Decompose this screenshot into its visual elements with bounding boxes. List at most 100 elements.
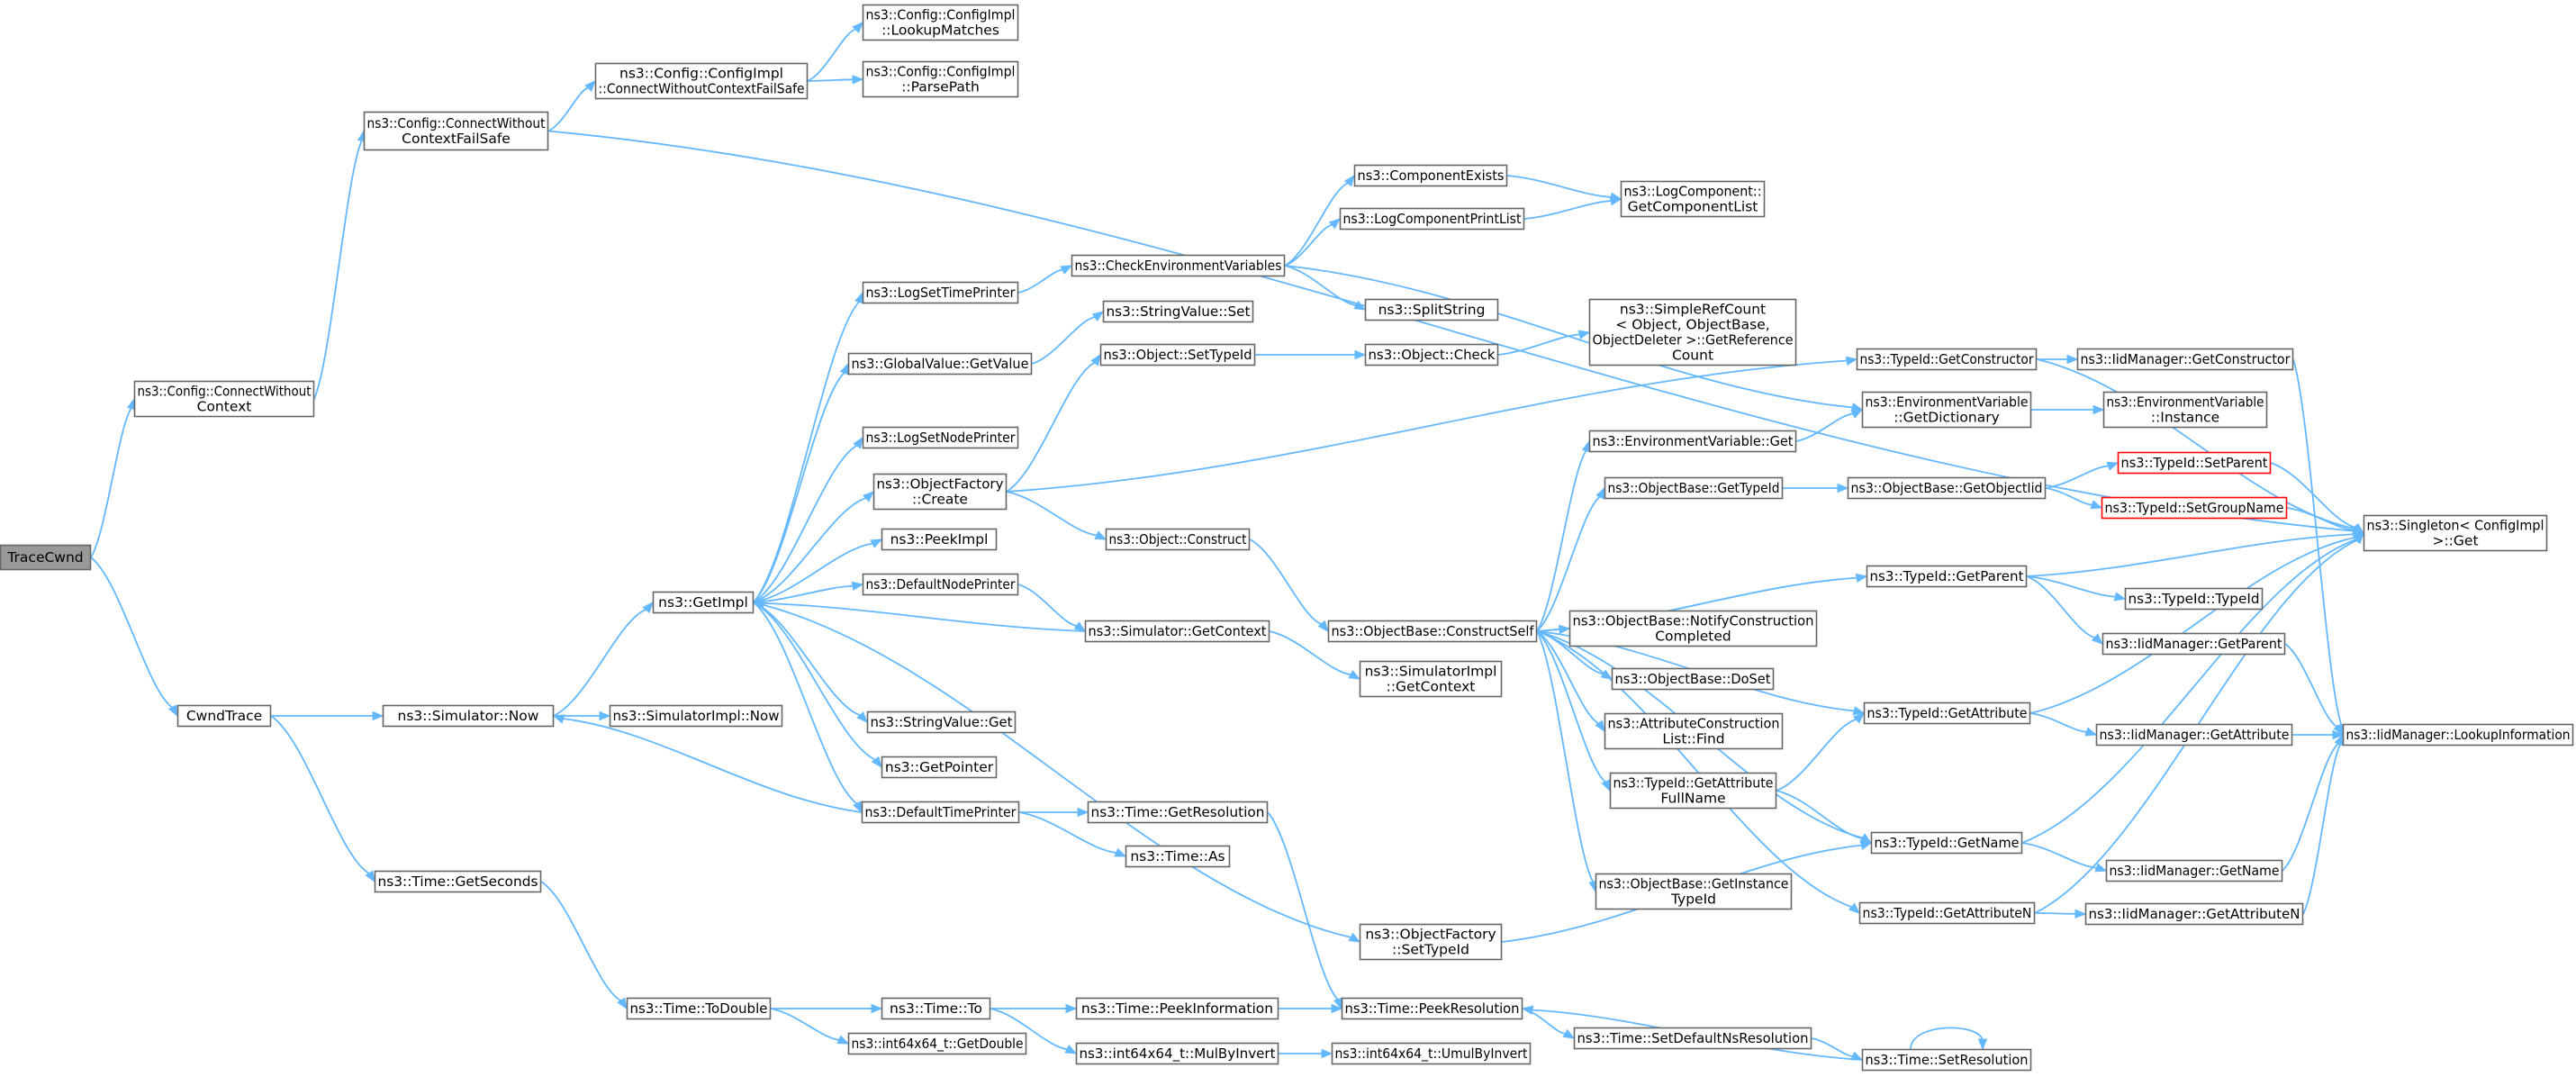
node-configimpl-lookupmatches[interactable]: ns3::Config::ConfigImpl::LookupMatches: [862, 4, 1019, 41]
node-box[interactable]: [2342, 723, 2574, 747]
node-box[interactable]: [861, 801, 1020, 824]
node-peekimpl[interactable]: ns3::PeekImpl: [881, 528, 998, 551]
node-time-peekresolution[interactable]: ns3::Time::PeekResolution: [1341, 997, 1523, 1020]
node-box[interactable]: [1858, 901, 2036, 925]
node-iidmanager-getattribute[interactable]: ns3::IidManager::GetAttribute: [2095, 723, 2293, 747]
node-time-getresolution[interactable]: ns3::Time::GetResolution: [1087, 801, 1269, 824]
node-time-todouble[interactable]: ns3::Time::ToDouble: [626, 997, 772, 1020]
node-defaulttimeprinter[interactable]: ns3::DefaultTimePrinter: [861, 801, 1020, 824]
node-objectfactory-create[interactable]: ns3::ObjectFactory::Create: [872, 473, 1008, 511]
node-iidmanager-lookupinformation[interactable]: ns3::IidManager::LookupInformation: [2342, 723, 2574, 747]
node-box[interactable]: [1087, 801, 1269, 824]
node-box[interactable]: [872, 473, 1008, 511]
node-box[interactable]: [1125, 845, 1231, 868]
node-simulatorimpl-now[interactable]: ns3::SimulatorImpl::Now: [609, 704, 783, 728]
node-box[interactable]: [2124, 587, 2264, 611]
node-box[interactable]: [133, 380, 315, 418]
node-box[interactable]: [1102, 300, 1254, 323]
node-object-construct[interactable]: ns3::Object::Construct: [1105, 528, 1251, 551]
node-box[interactable]: [2105, 859, 2283, 882]
node-box[interactable]: [1075, 997, 1279, 1020]
node-configimpl-parsepath[interactable]: ns3::Config::ConfigImpl::ParsePath: [862, 60, 1019, 98]
node-box[interactable]: [1359, 923, 1503, 961]
node-box[interactable]: [1071, 254, 1286, 277]
node-typeid-setparent[interactable]: ns3::TypeId::SetParent: [2117, 451, 2272, 475]
node-time-setdefaultnsresolution[interactable]: ns3::Time::SetDefaultNsResolution: [1573, 1027, 1812, 1050]
node-simulatorimpl-getcontext[interactable]: ns3::SimulatorImpl::GetContext: [1359, 660, 1503, 698]
node-objectbase-gettypeid[interactable]: ns3::ObjectBase::GetTypeId: [1604, 476, 1784, 500]
node-envvar-get[interactable]: ns3::EnvironmentVariable::Get: [1588, 430, 1797, 453]
node-box[interactable]: [2101, 632, 2286, 656]
node-box[interactable]: [847, 352, 1033, 376]
node-box[interactable]: [1339, 207, 1525, 231]
node-stringvalue-get[interactable]: ns3::StringValue::Get: [866, 710, 1017, 734]
node-splitstring[interactable]: ns3::SplitString: [1364, 298, 1499, 321]
node-envvar-getdictionary[interactable]: ns3::EnvironmentVariable::GetDictionary: [1861, 391, 2032, 429]
node-box[interactable]: [382, 704, 555, 728]
node-box[interactable]: [862, 4, 1019, 41]
node-box[interactable]: [1856, 348, 2038, 371]
node-box[interactable]: [881, 756, 998, 779]
node-objectbase-doset[interactable]: ns3::ObjectBase::DoSet: [1611, 667, 1775, 691]
node-box[interactable]: [1331, 1042, 1532, 1065]
node-time-getseconds[interactable]: ns3::Time::GetSeconds: [374, 870, 542, 893]
node-stringvalue-set[interactable]: ns3::StringValue::Set: [1102, 300, 1254, 323]
node-simplerefcount[interactable]: ns3::SimpleRefCount< Object, ObjectBase,…: [1588, 298, 1797, 367]
node-logsettimeprinter[interactable]: ns3::LogSetTimePrinter: [862, 281, 1019, 304]
node-time-to[interactable]: ns3::Time::To: [881, 997, 991, 1020]
node-box[interactable]: [2076, 348, 2294, 371]
node-box[interactable]: [1604, 712, 1784, 750]
node-box[interactable]: [1588, 430, 1797, 453]
node-box[interactable]: [1327, 620, 1538, 643]
node-box[interactable]: [626, 997, 772, 1020]
node-box[interactable]: [1075, 1042, 1279, 1065]
node-time-setresolution[interactable]: ns3::Time::SetResolution: [1861, 1048, 2032, 1072]
node-box[interactable]: [881, 997, 991, 1020]
node-checkenvvars[interactable]: ns3::CheckEnvironmentVariables: [1071, 254, 1286, 277]
node-box[interactable]: [1099, 343, 1256, 367]
node-box[interactable]: [609, 704, 783, 728]
node-box[interactable]: [862, 60, 1019, 98]
node-box[interactable]: [363, 111, 549, 151]
node-getimpl[interactable]: ns3::GetImpl: [652, 591, 755, 614]
node-box[interactable]: [2102, 391, 2268, 429]
node-objectbase-notify[interactable]: ns3::ObjectBase::NotifyConstructionCompl…: [1568, 610, 1818, 647]
node-box[interactable]: [1861, 391, 2032, 429]
node-box[interactable]: [1609, 772, 1777, 810]
node-box[interactable]: [2101, 496, 2288, 520]
node-logcomponent-getcomponentlist[interactable]: ns3::LogComponent::GetComponentList: [1620, 180, 1766, 218]
node-box[interactable]: [374, 870, 542, 893]
node-logcomponentprintlist[interactable]: ns3::LogComponentPrintList: [1339, 207, 1525, 231]
node-box[interactable]: [1611, 667, 1775, 691]
node-box[interactable]: [1861, 1048, 2032, 1072]
node-box[interactable]: [2363, 514, 2548, 552]
node-typeid-setgroupname[interactable]: ns3::TypeId::SetGroupName: [2101, 496, 2288, 520]
node-logsetnodeprinter[interactable]: ns3::LogSetNodePrinter: [862, 426, 1019, 449]
node-box[interactable]: [2117, 451, 2272, 475]
node-box[interactable]: [1568, 610, 1818, 647]
node-int64-mulbyinvert[interactable]: ns3::int64x64_t::MulByInvert: [1075, 1042, 1279, 1065]
node-typeid-getparent[interactable]: ns3::TypeId::GetParent: [1866, 565, 2028, 588]
node-iidmanager-getconstructor[interactable]: ns3::IidManager::GetConstructor: [2076, 348, 2294, 371]
node-globalvalue-getvalue[interactable]: ns3::GlobalValue::GetValue: [847, 352, 1033, 376]
node-box[interactable]: [1359, 660, 1503, 698]
node-box[interactable]: [1588, 298, 1797, 367]
node-box[interactable]: [1595, 873, 1793, 910]
node-simulator-getcontext[interactable]: ns3::Simulator::GetContext: [1084, 620, 1270, 643]
node-box[interactable]: [1604, 476, 1784, 500]
node-time-as[interactable]: ns3::Time::As: [1125, 845, 1231, 868]
node-box[interactable]: [1573, 1027, 1812, 1050]
node-box[interactable]: [0, 544, 92, 571]
node-box[interactable]: [881, 528, 998, 551]
node-object-check[interactable]: ns3::Object::Check: [1364, 343, 1499, 367]
node-box[interactable]: [862, 426, 1019, 449]
node-box[interactable]: [1341, 997, 1523, 1020]
node-box[interactable]: [176, 704, 272, 728]
node-iidmanager-getname[interactable]: ns3::IidManager::GetName: [2105, 859, 2283, 882]
node-int64-umulbyinvert[interactable]: ns3::int64x64_t::UmulByInvert: [1331, 1042, 1532, 1065]
node-cwndtrace[interactable]: CwndTrace: [176, 704, 272, 728]
node-getpointer[interactable]: ns3::GetPointer: [881, 756, 998, 779]
node-iidmanager-getparent[interactable]: ns3::IidManager::GetParent: [2101, 632, 2286, 656]
node-box[interactable]: [2084, 902, 2304, 926]
